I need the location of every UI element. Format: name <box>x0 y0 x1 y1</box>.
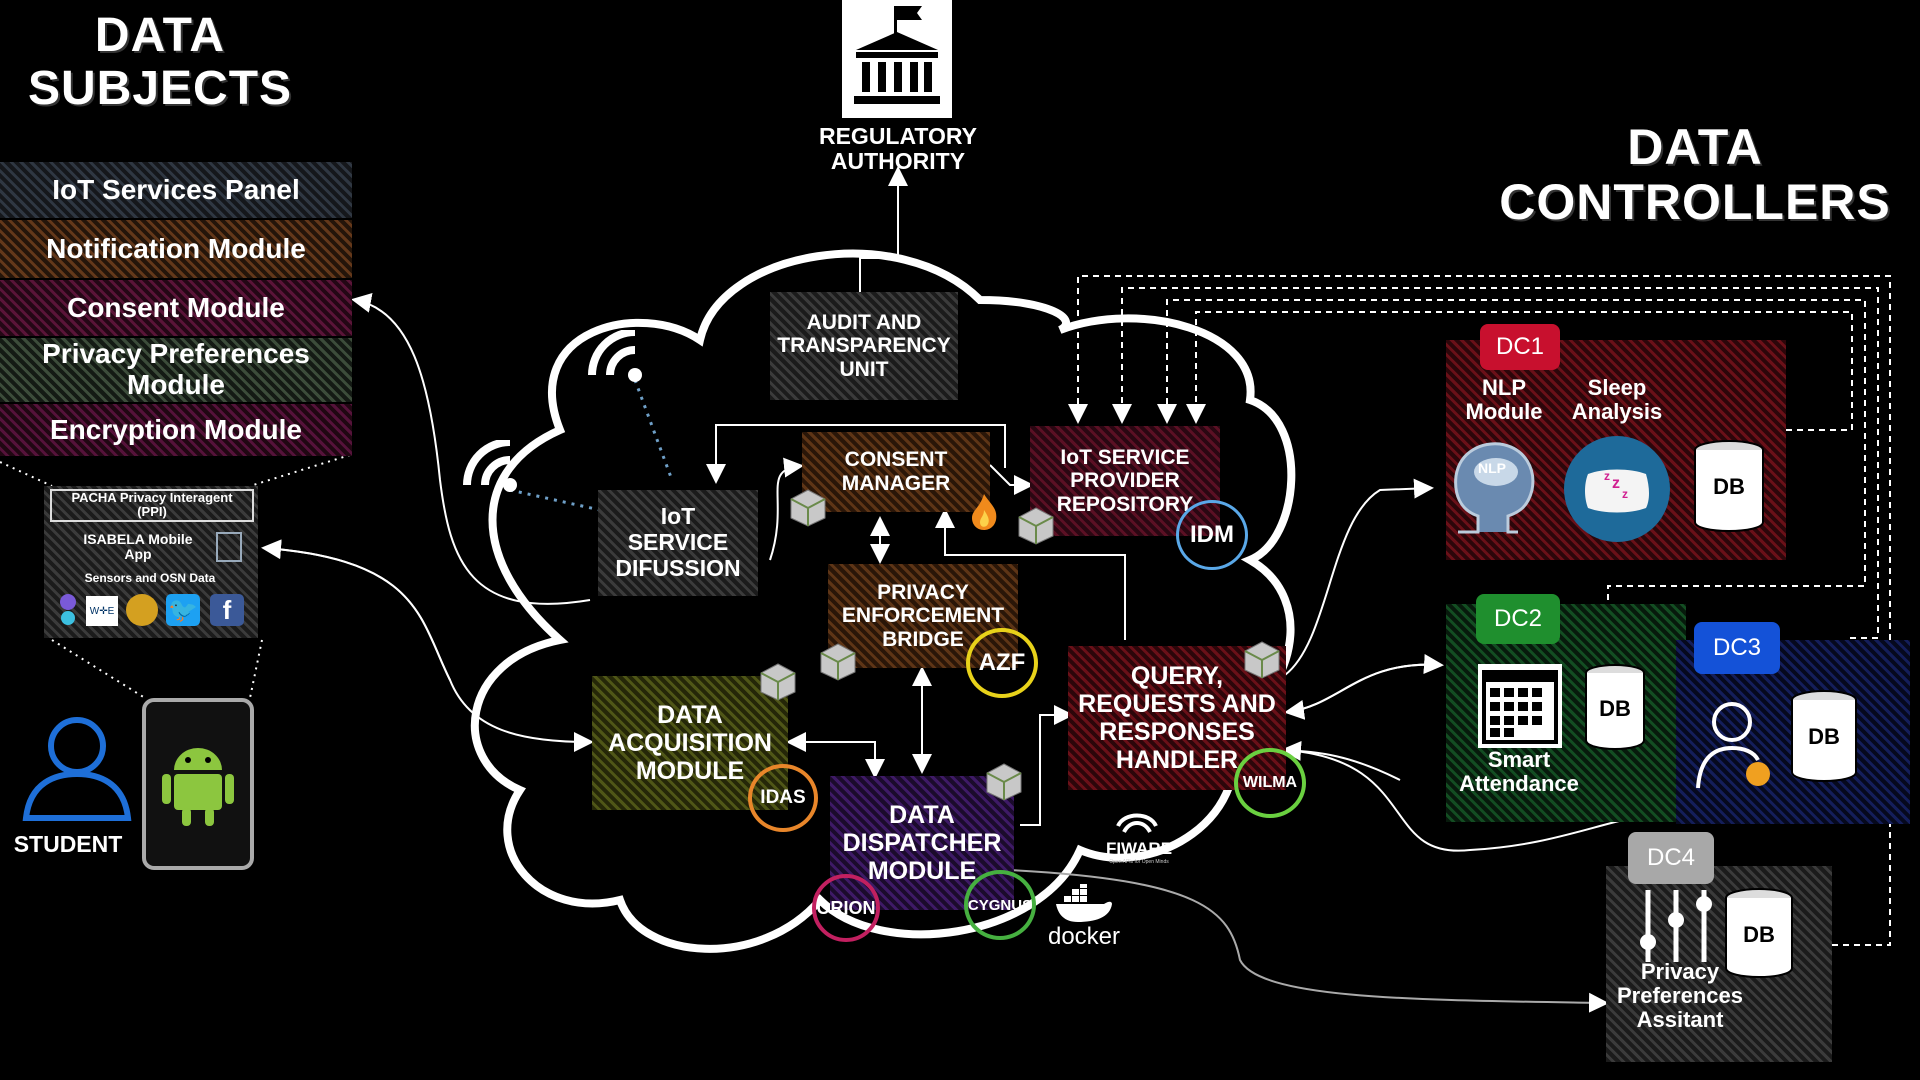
dc3-db-label: DB <box>1808 724 1840 750</box>
cube-icon <box>760 663 796 701</box>
sleep-analysis-label: Sleep Analysis <box>1571 375 1663 425</box>
dc4-db-label: DB <box>1743 921 1775 947</box>
dc2-db: DB <box>1582 662 1648 752</box>
panel-consent-module[interactable]: Consent Module <box>0 280 352 336</box>
privacy-enforcement-bridge[interactable]: PRIVACY ENFORCEMENT BRIDGE <box>828 564 1018 668</box>
fiware-logo-icon <box>1116 813 1158 834</box>
cube-icon <box>790 489 826 527</box>
dc1-db-label: DB <box>1713 474 1745 500</box>
arrow-diffusion-panel <box>351 293 591 605</box>
dc4-label[interactable]: DC4 <box>1628 832 1714 884</box>
phone-outline-icon <box>216 532 242 562</box>
arrow-dispatcher-dc4 <box>1009 869 1609 1013</box>
dc3-label[interactable]: DC3 <box>1694 622 1780 674</box>
flame-icon <box>972 494 997 530</box>
wilma-badge[interactable]: WILMA <box>1234 748 1306 818</box>
heading-data-controllers: DATA CONTROLLERS <box>1499 119 1891 230</box>
brain-icon: NLP <box>1448 436 1542 540</box>
arrow-query-dc2 <box>1287 654 1444 713</box>
heading-data-subjects: DATA SUBJECTS <box>27 9 293 115</box>
cube-icon <box>820 643 856 681</box>
nlp-icon-text: NLP <box>1478 460 1506 476</box>
audit-transparency-unit[interactable]: AUDIT AND TRANSPARENCY UNIT <box>770 292 958 400</box>
arrow-query-dc1 <box>1284 478 1434 676</box>
facebook-icon: f <box>210 594 244 626</box>
arrow-diff-cm <box>769 457 804 561</box>
phone-device <box>142 698 254 870</box>
cygnus-badge[interactable]: CYGNUS <box>964 870 1036 940</box>
arrow-query-cm <box>935 508 1126 640</box>
idm-badge[interactable]: IDM <box>1176 500 1248 570</box>
dotted-device-phone-l <box>51 639 146 699</box>
dc4-db: DB <box>1722 886 1796 980</box>
nlp-module-label: NLP Module <box>1465 375 1543 425</box>
dashed-bus-3 <box>1157 299 1866 600</box>
panel-notification-module[interactable]: Notification Module <box>0 220 352 278</box>
dashed-bus-2 <box>1112 287 1879 639</box>
dc1-db: DB <box>1690 438 1768 534</box>
wifi-icon <box>580 328 650 390</box>
person-icon <box>1692 694 1776 790</box>
student-person-icon <box>20 712 134 822</box>
dotted-device-phone-r <box>249 639 263 699</box>
student-label: STUDENT <box>13 831 123 857</box>
arrow-audit-regulatory <box>859 166 908 316</box>
consent-manager[interactable]: CONSENT MANAGER <box>802 432 990 512</box>
svg-text:z: z <box>1604 469 1610 483</box>
iot-service-provider-repository[interactable]: IoT SERVICE PROVIDER REPOSITORY <box>1030 426 1220 536</box>
twitter-icon: 🐦 <box>166 594 200 626</box>
dc1-label[interactable]: DC1 <box>1480 324 1560 370</box>
azf-badge[interactable]: AZF <box>966 628 1038 698</box>
slider-icon <box>1636 890 1716 962</box>
dc2-label[interactable]: DC2 <box>1476 594 1560 644</box>
dc3-db: DB <box>1788 688 1860 784</box>
government-building-icon <box>842 0 952 118</box>
cube-icon <box>986 763 1022 801</box>
privacy-preferences-assistant-label: Privacy Preferences Assitant <box>1617 959 1743 1033</box>
wifi-icon <box>455 438 525 500</box>
arrow-cm-repo <box>989 464 1034 495</box>
svg-text:z: z <box>1622 487 1628 501</box>
isabela-label: ISABELA Mobile App <box>83 531 193 563</box>
cloud-outline <box>470 249 1296 953</box>
dc2-db-label: DB <box>1599 696 1631 722</box>
location-pin-icon <box>56 592 80 626</box>
iot-service-diffusion[interactable]: IoT SERVICE DIFUSSION <box>598 490 758 596</box>
sensors-label: Sensors and OSN Data <box>84 571 216 585</box>
smart-attendance-label: Smart Attendance <box>1459 747 1579 797</box>
rfid-icon <box>126 594 158 626</box>
cube-icon <box>1018 507 1054 545</box>
wifi-link-2 <box>633 379 674 481</box>
panel-encryption-module[interactable]: Encryption Module <box>0 404 352 456</box>
dashed-bus-1 <box>1068 275 1891 946</box>
arrow-query-dc3 <box>1284 749 1679 852</box>
fiware-label: FIWARE <box>1105 839 1173 858</box>
dotted-panel-device-r <box>249 454 351 487</box>
orion-badge[interactable]: ORION <box>812 874 880 942</box>
pillow-icon: z z z <box>1564 436 1670 542</box>
arrow-dispatcher-query <box>1020 705 1074 826</box>
panel-iot-services[interactable]: IoT Services Panel <box>0 162 352 218</box>
docker-whale-icon <box>1056 884 1112 922</box>
wifi-link-1 <box>509 488 601 512</box>
ppi-label: PACHA Privacy Interagent (PPI) <box>50 489 254 522</box>
android-icon <box>162 748 234 826</box>
docker-label: docker <box>1047 923 1121 950</box>
svg-text:z: z <box>1612 475 1620 492</box>
weather-station-icon: W✛E <box>86 596 118 626</box>
dc4-container <box>1606 866 1832 1062</box>
regulatory-authority-label: REGULATORY AUTHORITY <box>818 123 978 175</box>
panel-privacy-preferences[interactable]: Privacy Preferences Module <box>0 338 352 402</box>
fiware-tagline: Open APIs for Open Minds <box>1109 859 1169 865</box>
dotted-panel-device-l <box>0 461 53 487</box>
cube-icon <box>1244 641 1280 679</box>
dashed-bus-4 <box>1186 311 1853 431</box>
calendar-grid-icon <box>1478 664 1562 748</box>
idas-badge[interactable]: IDAS <box>748 764 818 832</box>
arrow-cm-diffusion <box>706 424 1006 484</box>
